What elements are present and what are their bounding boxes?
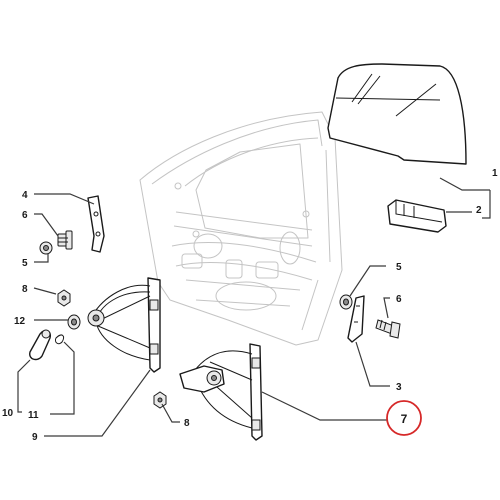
leader-9 bbox=[44, 369, 151, 437]
callout-5-left[interactable]: 5 bbox=[22, 258, 28, 269]
door-shell bbox=[139, 111, 343, 346]
leader-11 bbox=[50, 341, 75, 415]
rear-guide[interactable] bbox=[347, 295, 365, 343]
highlight-ring bbox=[386, 400, 422, 436]
glass-channel[interactable] bbox=[387, 199, 447, 233]
nut-left[interactable] bbox=[39, 241, 53, 255]
crank-handle[interactable] bbox=[29, 329, 52, 361]
leader-10 bbox=[17, 359, 31, 413]
callout-3[interactable]: 3 bbox=[396, 382, 402, 393]
window-glass[interactable] bbox=[327, 63, 467, 165]
callout-11[interactable]: 11 bbox=[28, 410, 39, 421]
callout-2[interactable]: 2 bbox=[476, 205, 482, 216]
callout-12[interactable]: 12 bbox=[14, 316, 26, 327]
leader-1 bbox=[439, 177, 491, 219]
bolt-right[interactable] bbox=[375, 319, 401, 339]
leader-8a bbox=[33, 287, 57, 295]
leader-3 bbox=[355, 341, 390, 387]
leader-6a bbox=[34, 213, 59, 237]
highlighted-callout-7[interactable]: 7 bbox=[386, 400, 422, 436]
leader-4 bbox=[34, 193, 95, 205]
callout-7[interactable]: 7 bbox=[401, 412, 408, 426]
manual-regulator[interactable] bbox=[87, 277, 161, 373]
grommet[interactable] bbox=[67, 314, 81, 330]
leader-6b bbox=[383, 297, 390, 319]
callout-10[interactable]: 10 bbox=[2, 408, 14, 419]
leader-7 bbox=[261, 391, 388, 421]
electric-regulator[interactable] bbox=[179, 343, 263, 441]
callout-4[interactable]: 4 bbox=[22, 190, 28, 201]
leader-8b bbox=[161, 403, 180, 423]
clip[interactable] bbox=[55, 334, 65, 345]
leader-lines bbox=[17, 177, 491, 437]
front-bracket[interactable] bbox=[87, 195, 105, 253]
leader-5a bbox=[34, 254, 49, 263]
callout-1[interactable]: 1 bbox=[492, 168, 498, 179]
callouts: 1 2 4 6 5 8 12 10 11 9 8 5 6 3 bbox=[2, 168, 498, 443]
callout-8-left[interactable]: 8 bbox=[22, 284, 28, 295]
callout-6-right[interactable]: 6 bbox=[396, 294, 402, 305]
callout-6-left[interactable]: 6 bbox=[22, 210, 28, 221]
leader-5b bbox=[349, 265, 386, 297]
callout-8-lower[interactable]: 8 bbox=[184, 418, 190, 429]
nut-lower[interactable] bbox=[153, 391, 167, 409]
callout-9[interactable]: 9 bbox=[32, 432, 38, 443]
callout-5-right[interactable]: 5 bbox=[396, 262, 402, 273]
nut-upper-left[interactable] bbox=[57, 289, 71, 307]
bolt-left[interactable] bbox=[57, 230, 73, 250]
nut-right[interactable] bbox=[339, 294, 353, 310]
